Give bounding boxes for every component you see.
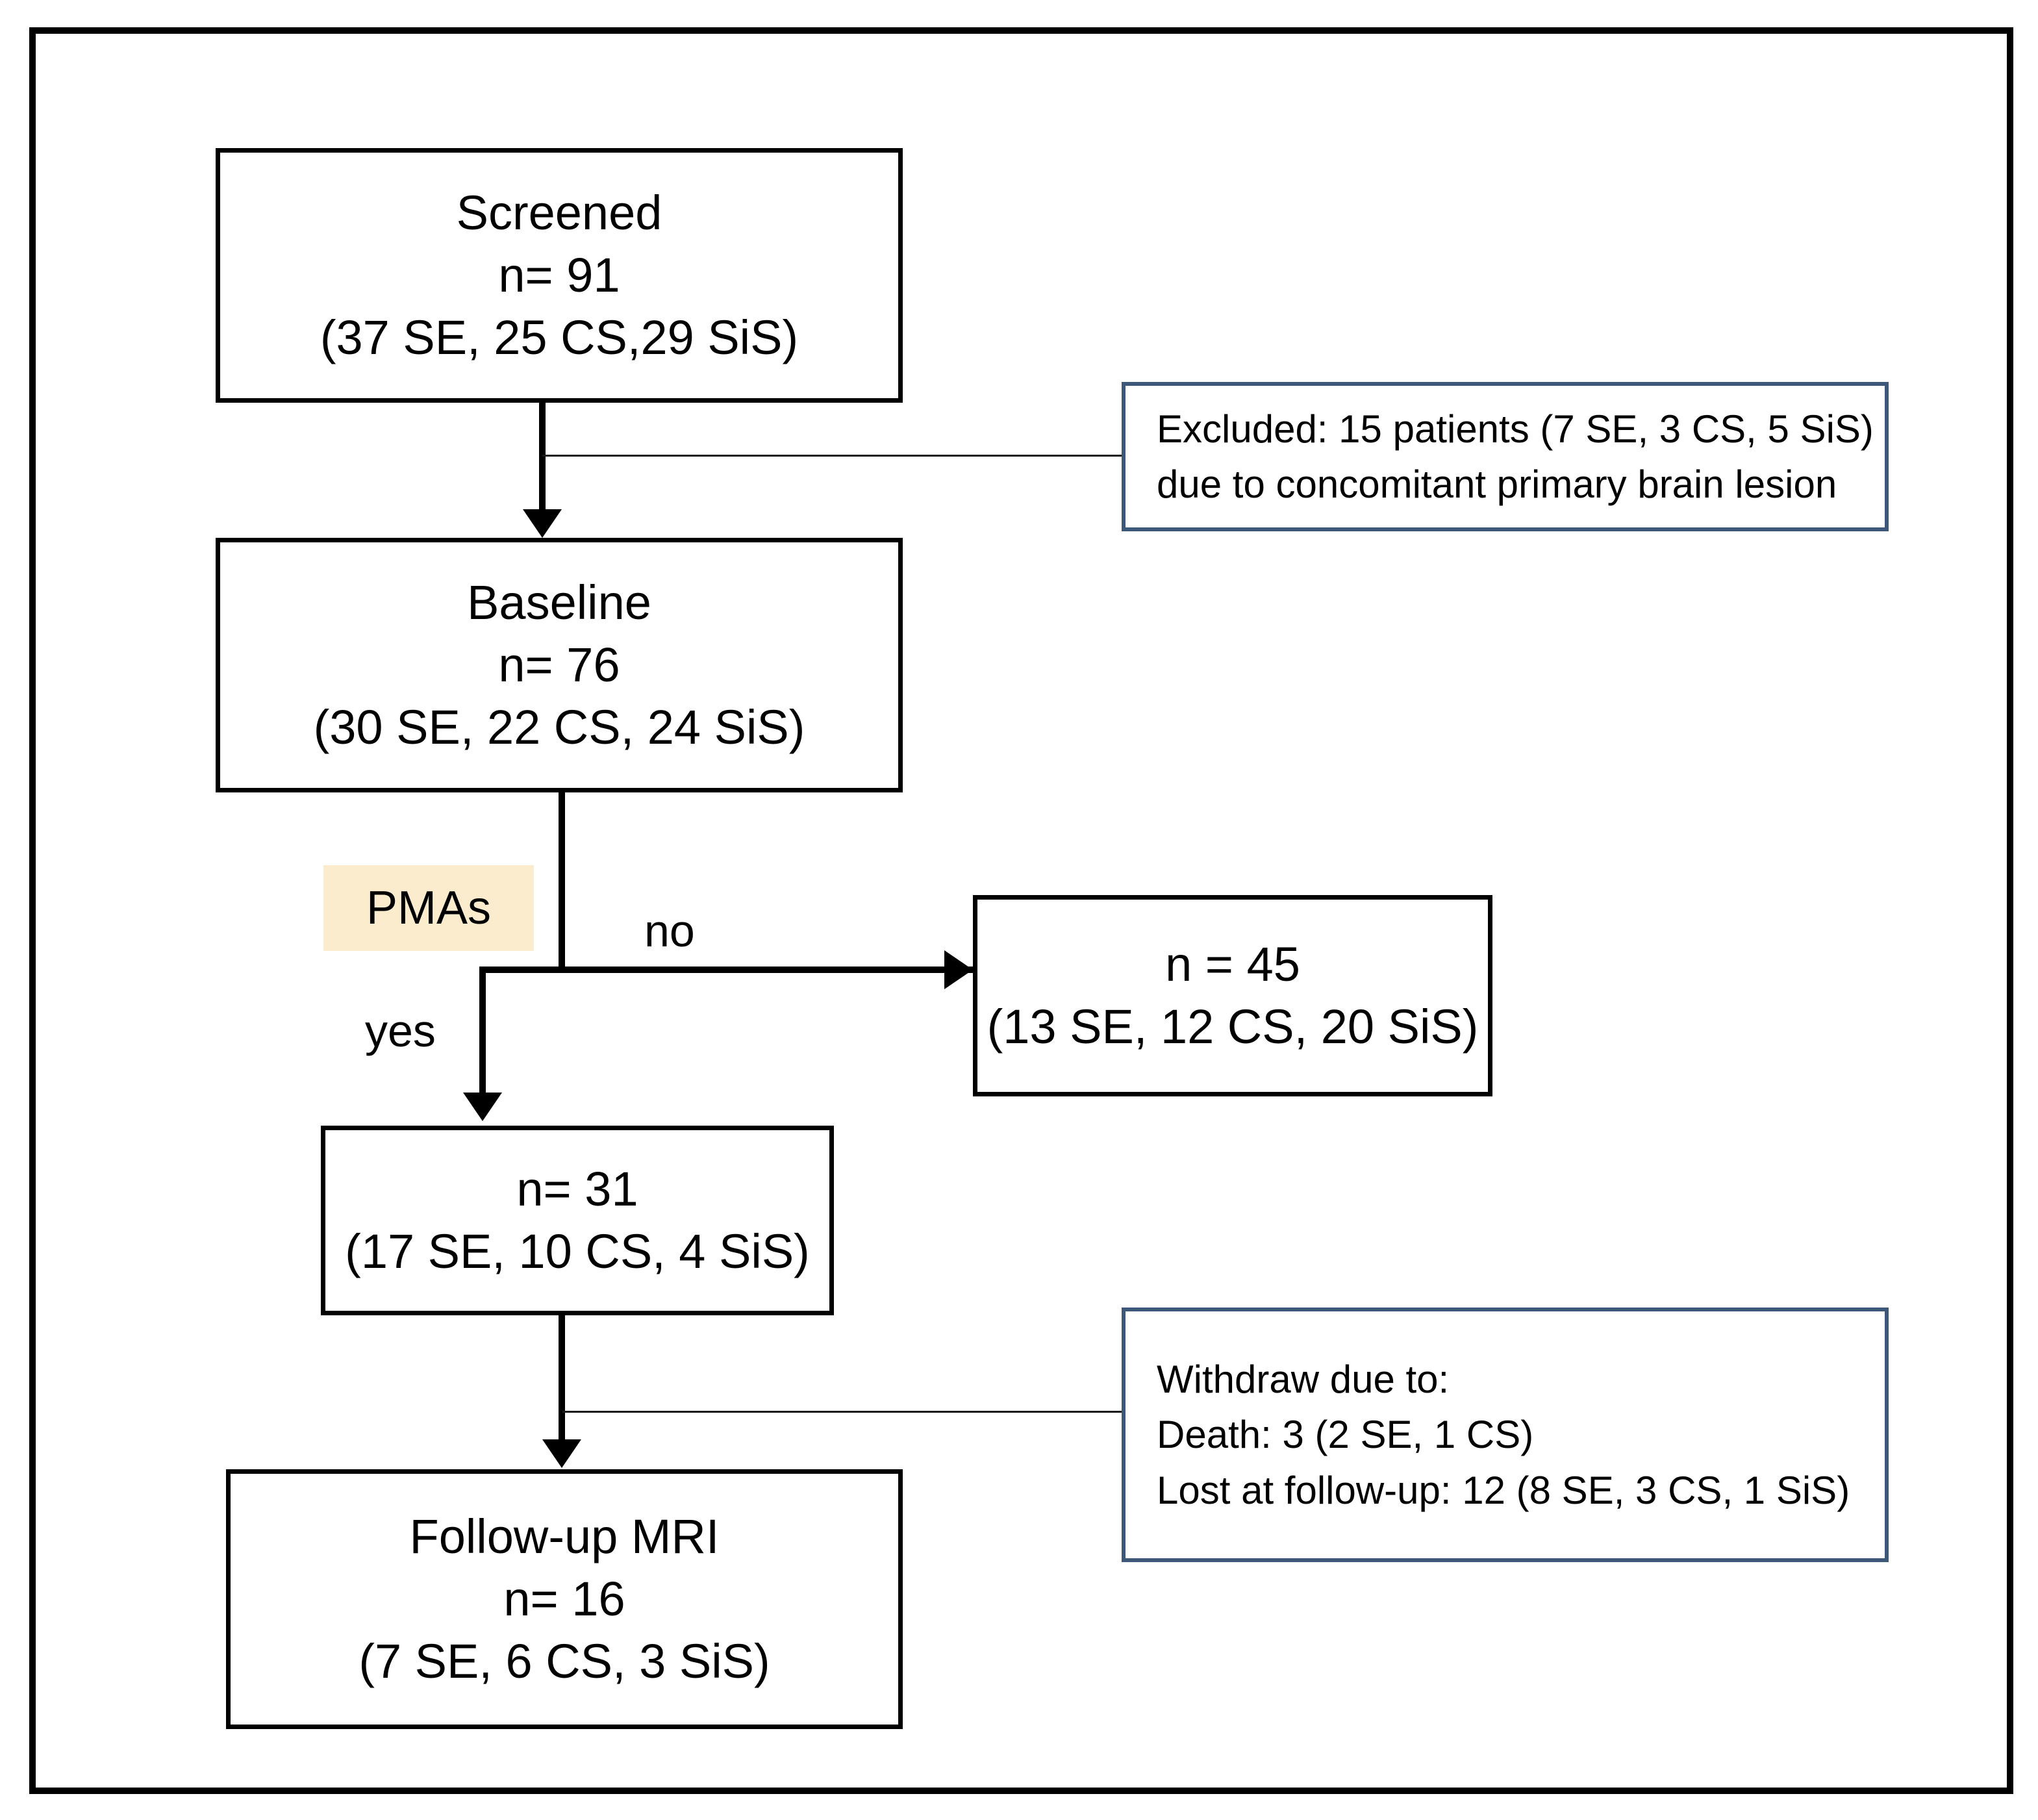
node-yes-branch-count: n= 31 <box>516 1161 638 1216</box>
annotation-withdraw-line-2: Death: 3 (2 SE, 1 CS) <box>1157 1413 1534 1457</box>
node-baseline-title: Baseline <box>467 575 651 629</box>
annotation-withdraw-line-1: Withdraw due to: <box>1157 1358 1450 1402</box>
node-followup-count: n= 16 <box>503 1571 625 1626</box>
outer-frame-border <box>29 27 2013 1794</box>
node-followup-mri: Follow-up MRI n= 16 (7 SE, 6 CS, 3 SiS) <box>226 1469 903 1729</box>
annotation-excluded-line-2: due to concomitant primary brain lesion <box>1157 462 1837 506</box>
connector-yes-branch-arrowhead <box>463 1093 502 1121</box>
node-screened: Screened n= 91 (37 SE, 25 CS,29 SiS) <box>216 148 903 403</box>
connector-screened-baseline-line <box>539 403 546 513</box>
connector-n31-followup-arrowhead <box>542 1439 581 1468</box>
decision-label-pmas: PMAs <box>323 865 534 951</box>
node-followup-breakdown: (7 SE, 6 CS, 3 SiS) <box>359 1634 770 1689</box>
node-screened-title: Screened <box>456 185 662 240</box>
annotation-withdraw-line-3: Lost at follow-up: 12 (8 SE, 3 CS, 1 SiS… <box>1157 1468 1850 1512</box>
node-no-branch-count: n = 45 <box>1165 937 1300 991</box>
node-no-branch: n = 45 (13 SE, 12 CS, 20 SiS) <box>973 895 1492 1096</box>
node-baseline: Baseline n= 76 (30 SE, 22 CS, 24 SiS) <box>216 538 903 792</box>
annotation-excluded: Excluded: 15 patients (7 SE, 3 CS, 5 SiS… <box>1122 382 1889 531</box>
node-baseline-breakdown: (30 SE, 22 CS, 24 SiS) <box>313 700 805 755</box>
node-yes-branch: n= 31 (17 SE, 10 CS, 4 SiS) <box>321 1126 834 1315</box>
annotation-excluded-line-1: Excluded: 15 patients (7 SE, 3 CS, 5 SiS… <box>1157 407 1874 451</box>
connector-screened-baseline-arrowhead <box>523 509 562 538</box>
connector-excluded-leader <box>542 455 1124 457</box>
node-baseline-count: n= 76 <box>498 637 620 692</box>
connector-yes-branch-line <box>479 967 486 1096</box>
node-screened-breakdown: (37 SE, 25 CS,29 SiS) <box>320 310 799 365</box>
node-yes-branch-breakdown: (17 SE, 10 CS, 4 SiS) <box>345 1224 810 1278</box>
connector-n31-followup-line <box>559 1313 565 1443</box>
branch-label-yes: yes <box>365 1005 436 1056</box>
connector-no-branch-arrowhead <box>944 950 973 989</box>
node-no-branch-breakdown: (13 SE, 12 CS, 20 SiS) <box>987 1000 1479 1054</box>
node-followup-title: Follow-up MRI <box>409 1509 720 1563</box>
connector-baseline-decision-trunk <box>559 792 565 973</box>
branch-label-no: no <box>644 905 695 956</box>
connector-decision-branch-bar <box>479 967 1005 973</box>
connector-withdraw-leader <box>562 1411 1124 1413</box>
annotation-withdraw: Withdraw due to: Death: 3 (2 SE, 1 CS) L… <box>1122 1308 1889 1562</box>
node-screened-count: n= 91 <box>498 247 620 302</box>
